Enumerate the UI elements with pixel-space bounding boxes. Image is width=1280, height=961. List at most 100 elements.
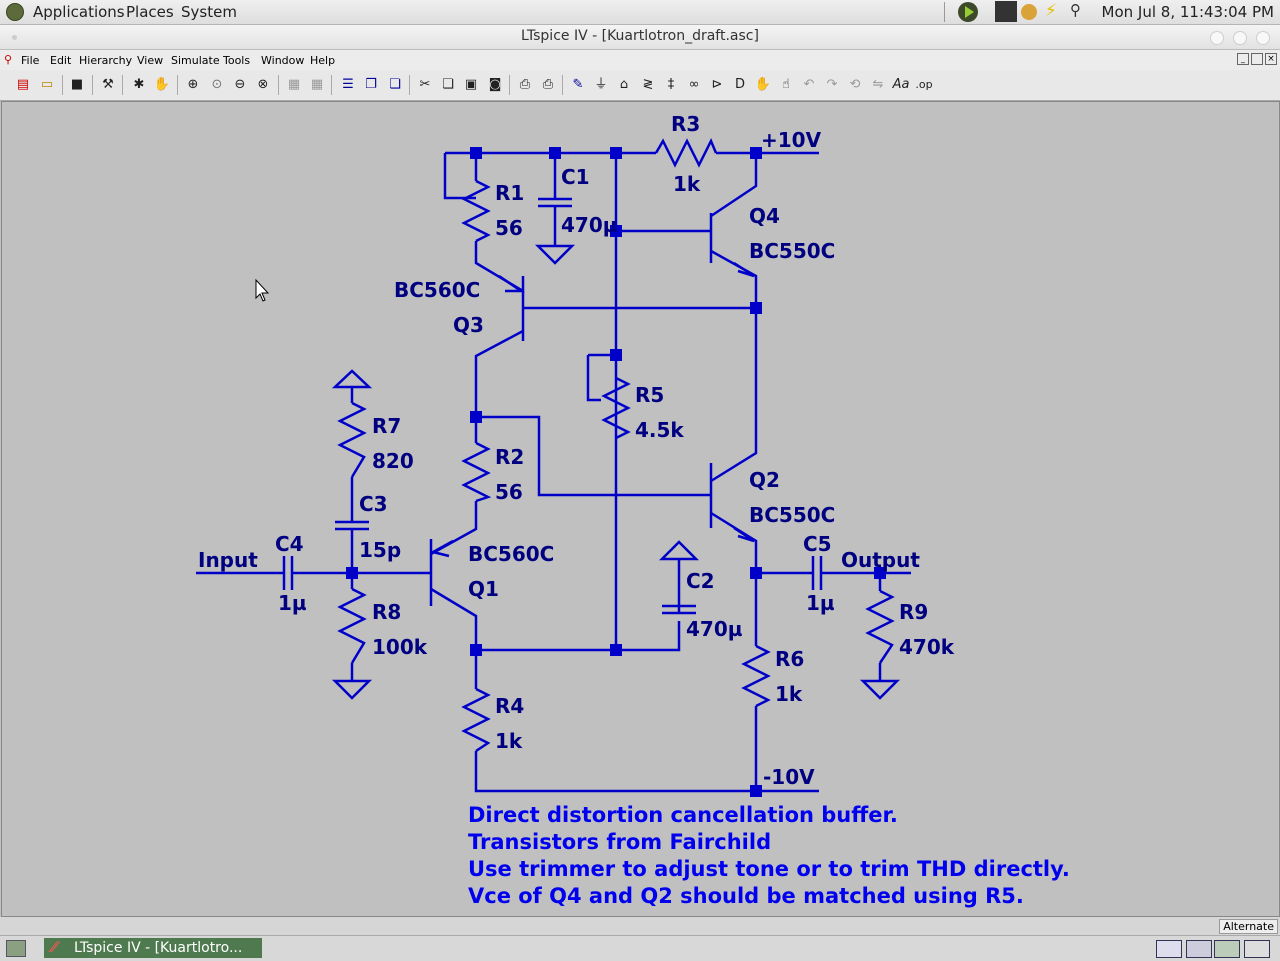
menu-edit[interactable]: Edit [50, 54, 72, 67]
r1-zigzag [461, 179, 491, 243]
schematic-drawing[interactable]: R3 1k +10V R1 56 C1 470µ Q4 BC550C BC560… [2, 102, 1279, 916]
spice-directive-icon[interactable]: .op [915, 78, 933, 91]
taskbar-window-label: LTspice IV - [Kuartlotro... [74, 940, 243, 956]
q3-label: Q3 [453, 313, 484, 337]
workspace-1-icon[interactable] [1156, 940, 1182, 958]
q1-value: BC560C [468, 542, 554, 566]
draw-wire-icon[interactable]: ✎ [572, 77, 584, 92]
r6-zigzag [741, 644, 771, 708]
menu-file[interactable]: File [21, 54, 40, 67]
print-setup-icon[interactable]: ⎙ [519, 77, 531, 92]
note-line-4: Vce of Q4 and Q2 should be matched using… [468, 884, 1024, 908]
label-net-icon[interactable]: ⌂ [619, 77, 629, 92]
q2-label: Q2 [749, 468, 780, 492]
save-icon[interactable]: ■ [70, 77, 84, 92]
undo-icon[interactable]: ↶ [803, 77, 815, 92]
system-menu[interactable]: System [181, 3, 237, 21]
zoom-in-icon[interactable]: ⊕ [187, 77, 199, 92]
show-desktop-icon[interactable] [6, 940, 26, 957]
r9-value: 470k [899, 635, 955, 659]
window-titlebar[interactable]: LTspice IV - [Kuartlotron_draft.asc] [0, 25, 1280, 50]
r6-value: 1k [775, 682, 803, 706]
component-icon[interactable]: D [734, 77, 745, 92]
autorange-icon[interactable]: ▦ [287, 77, 301, 92]
applications-menu[interactable]: Applications [33, 3, 125, 21]
redo-icon[interactable]: ↷ [826, 77, 838, 92]
top-panel: Applications Places System ⚡ ⚲ Mon Jul 8… [0, 0, 1280, 25]
find-icon[interactable]: ◙ [488, 77, 502, 92]
app-launcher-icon[interactable] [995, 1, 1017, 22]
window-menu-icon[interactable] [12, 35, 17, 40]
c5-value: 1µ [806, 591, 835, 615]
mdi-close-icon[interactable]: × [1265, 53, 1277, 65]
maximize-window-button[interactable] [1233, 31, 1247, 45]
r5-zigzag [601, 376, 631, 440]
q1-label: Q1 [468, 577, 499, 601]
search-icon[interactable]: ⚲ [1070, 1, 1081, 19]
zoom-fit-icon[interactable]: ⊗ [257, 77, 269, 92]
zoom-out-icon[interactable]: ⊖ [234, 77, 246, 92]
gnome-foot-icon[interactable] [6, 3, 24, 21]
play-launcher-icon[interactable] [958, 2, 978, 22]
open-icon[interactable]: ▭ [40, 77, 54, 92]
window-title: LTspice IV - [Kuartlotron_draft.asc] [521, 28, 759, 44]
mirror-icon[interactable]: ⇋ [872, 77, 884, 92]
workspace-2-icon[interactable] [1186, 940, 1212, 958]
drag-icon[interactable]: ☝ [782, 77, 790, 92]
schematic-canvas[interactable]: R3 1k +10V R1 56 C1 470µ Q4 BC550C BC560… [1, 101, 1280, 917]
toolbar-separator [122, 75, 123, 95]
diode-icon[interactable]: ⊳ [711, 77, 723, 92]
rotate-icon[interactable]: ⟲ [849, 77, 861, 92]
copy-icon[interactable]: ❏ [442, 77, 454, 92]
toolbar-separator [92, 75, 93, 95]
minimize-window-button[interactable] [1210, 31, 1224, 45]
q3-value: BC560C [394, 278, 480, 302]
inductor-icon[interactable]: ∞ [688, 77, 700, 92]
menu-tools[interactable]: Tools [223, 54, 251, 67]
q2-value: BC550C [749, 503, 835, 527]
run-icon[interactable]: ✱ [133, 77, 145, 92]
print-icon[interactable]: ⎙ [542, 77, 554, 92]
close-window-button[interactable] [1256, 31, 1270, 45]
taskbar-window-button[interactable]: ⁄⁄ LTspice IV - [Kuartlotro... [44, 938, 262, 958]
tile-vertical-icon[interactable]: ❏ [389, 77, 401, 92]
r4-value: 1k [495, 729, 523, 753]
r1-label: R1 [495, 181, 524, 205]
waveform-icon[interactable]: ▦ [310, 77, 324, 92]
control-panel-icon[interactable]: ⚒ [102, 77, 114, 92]
mdi-minimize-icon[interactable]: _ [1237, 53, 1249, 65]
c3-value: 15p [359, 538, 401, 562]
c2-value: 470µ [686, 617, 743, 641]
r5-value: 4.5k [635, 418, 684, 442]
menu-help[interactable]: Help [310, 54, 336, 67]
c4-label: C4 [275, 532, 304, 556]
move-icon[interactable]: ✋ [754, 77, 772, 92]
pan-icon[interactable]: ⊙ [211, 77, 223, 92]
panel-clock[interactable]: Mon Jul 8, 11:43:04 PM [1101, 3, 1274, 21]
menu-view[interactable]: View [137, 54, 164, 67]
lightning-icon[interactable]: ⚡ [1045, 1, 1057, 21]
cut-icon[interactable]: ✂ [419, 77, 431, 92]
cascade-icon[interactable]: ❐ [365, 77, 377, 92]
text-icon[interactable]: Aa [892, 77, 910, 92]
toolbar-separator [62, 75, 63, 95]
pos-supply-label: +10V [761, 128, 822, 152]
capacitor-icon[interactable]: ‡ [667, 77, 675, 92]
resistor-icon[interactable]: ≷ [642, 77, 654, 92]
c1-label: C1 [561, 165, 590, 189]
menu-hierarchy[interactable]: Hierarchy [79, 54, 133, 67]
workspace-4-icon[interactable] [1244, 940, 1270, 958]
mouse-cursor-icon [255, 278, 270, 302]
menu-simulate[interactable]: Simulate [171, 54, 220, 67]
halt-icon[interactable]: ✋ [153, 77, 171, 92]
paste-icon[interactable]: ▣ [464, 77, 478, 92]
new-schematic-icon[interactable]: ▤ [16, 77, 30, 92]
mdi-restore-icon[interactable] [1251, 53, 1263, 65]
menu-window[interactable]: Window [261, 54, 305, 67]
tile-horizontal-icon[interactable]: ☰ [342, 77, 354, 92]
status-bar: Alternate [0, 917, 1280, 935]
applet-icon[interactable] [1021, 4, 1037, 20]
workspace-3-icon[interactable] [1214, 940, 1240, 958]
ground-icon[interactable]: ⏚ [594, 77, 608, 92]
places-menu[interactable]: Places [126, 3, 174, 21]
